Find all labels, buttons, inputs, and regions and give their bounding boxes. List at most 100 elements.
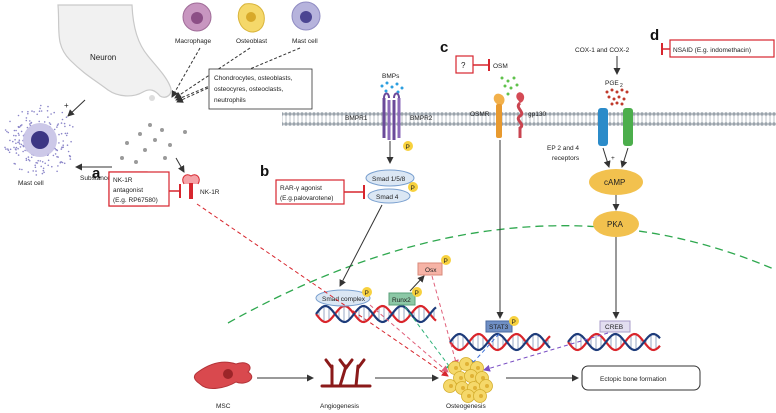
smad-complex-ellipse <box>315 289 371 307</box>
osm-label: OSM <box>493 63 508 70</box>
nuclear-envelope <box>227 225 776 324</box>
bmpr2-label: BMPR2 <box>410 115 433 122</box>
nsaid-box <box>669 39 775 58</box>
mast-cell-left <box>4 104 74 176</box>
ectopic-label: Ectopic bone formation <box>600 376 667 383</box>
pge2-label: PGE <box>605 80 619 87</box>
arrow-sources <box>176 87 209 103</box>
creb-label: CREB <box>605 324 623 331</box>
cell-membrane <box>282 112 776 126</box>
arrow-to-mast-plus <box>67 99 86 117</box>
ep2-receptor <box>598 108 608 146</box>
panel-a: a <box>92 165 101 182</box>
rar-agonist-box <box>275 179 345 205</box>
p-osx-text: P <box>444 258 448 265</box>
p-badge-stat3 <box>509 316 519 326</box>
arrow-stat3-osteogenesis <box>469 333 500 367</box>
panel-b: b <box>260 163 269 180</box>
angiogenesis-vessels <box>320 358 372 388</box>
rar-box-line-1: RAR-γ agonist <box>280 185 322 192</box>
ep-receptors-line-1: EP 2 and 4 <box>547 145 579 152</box>
arrow-ep2-camp <box>602 147 611 168</box>
nk1r-antagonist-box-bg <box>108 171 170 207</box>
p-runx2-text: P <box>415 290 419 297</box>
mast-cell-top <box>291 1 321 31</box>
arrow-nk1r-osteogenesis <box>196 203 449 377</box>
nk1r-box-line-3: (E.g. RP67580) <box>113 197 158 204</box>
bmp-receptor <box>382 92 401 140</box>
arrow-macrophage <box>171 47 201 98</box>
msc-label: MSC <box>216 403 231 410</box>
cox-label: COX-1 and COX-2 <box>575 47 630 54</box>
substance-p-label: Substance P <box>80 175 117 182</box>
stat3-box <box>485 320 513 333</box>
smad158-label: Smad 1/5/8 <box>372 176 406 183</box>
nk1r-box-line-1: NK-1R <box>113 177 133 184</box>
nsaid-label: NSAID (E.g. indomethacin) <box>673 47 751 54</box>
gp130-label: gp130 <box>528 111 546 118</box>
plus-sign: + <box>64 101 69 110</box>
sources-line-1: Chondrocytes, osteoblasts, <box>214 75 293 82</box>
arrow-osx-osteogenesis <box>431 275 459 367</box>
creb-box <box>599 320 631 333</box>
vesicle <box>149 95 155 101</box>
ectopic-box <box>581 365 701 391</box>
ep-receptors-line-2: receptors <box>552 155 580 162</box>
osm-ligands <box>500 76 519 96</box>
p-smad-text: P <box>411 185 415 192</box>
mast-cell-top-label: Mast cell <box>292 38 318 45</box>
angiogenesis-label: Angiogenesis <box>320 403 360 410</box>
ep4-receptor <box>623 108 633 146</box>
plus-sign-d: + <box>611 155 615 162</box>
stat3-label: STAT3 <box>489 324 509 331</box>
sources-line-2: osteocyres, osteoclasts, <box>214 86 284 93</box>
bmpr1-label: BMPR1 <box>345 115 368 122</box>
osteoblast-label: Osteoblast <box>236 38 267 45</box>
panel-d: d <box>650 27 659 44</box>
arrow-to-nk1r <box>175 157 185 173</box>
pge2-molecules <box>605 88 629 106</box>
p-badge-osx <box>441 255 451 265</box>
sources-line-3: neutrophils <box>214 97 247 104</box>
smad4-ellipse <box>367 188 411 204</box>
p-badge-smad <box>408 182 418 192</box>
pka-ellipse <box>593 211 639 237</box>
pka-label: PKA <box>607 220 624 229</box>
smad4-label: Smad 4 <box>376 194 399 201</box>
arrow-smad-osteogenesis <box>369 304 449 373</box>
nk1r-label: NK-1R <box>200 189 220 196</box>
gp130-receptor <box>516 92 525 138</box>
runx2-box <box>388 292 416 306</box>
bmp-ligands <box>380 81 404 94</box>
mast-cell-left-label: Mast cell <box>18 180 44 187</box>
osmr-receptor <box>493 93 505 138</box>
arrow-runx2-osx <box>409 275 425 292</box>
osteogenesis-label: Osteogenesis <box>446 403 486 410</box>
arrow-ep4-camp <box>620 147 629 168</box>
neuron-label: Neuron <box>90 53 116 62</box>
rar-box-line-2: (E.g.palovarotene) <box>280 195 333 202</box>
pge2-subscript: 2 <box>620 83 623 89</box>
arrow-runx2-osteogenesis <box>404 306 453 371</box>
panel-c: c <box>440 39 448 56</box>
osteoblast-cell <box>237 3 265 33</box>
osmr-label: OSMR <box>470 111 490 118</box>
nk1r-box-line-2: antagonist <box>113 187 143 194</box>
p-smad-complex-text: P <box>365 290 369 297</box>
osx-label: Osx <box>425 267 437 274</box>
osx-box <box>417 262 443 276</box>
released-particles <box>120 123 187 164</box>
smad158-ellipse <box>365 169 415 187</box>
nk1r-receptor <box>182 174 200 199</box>
p-receptor-text: P <box>406 144 410 151</box>
p-badge-runx2 <box>412 287 422 297</box>
sources-box <box>208 68 313 110</box>
p-badge-smad-complex <box>362 287 372 297</box>
macrophage-label: Macrophage <box>175 38 212 45</box>
neuron-shape <box>57 4 172 98</box>
macrophage-cell <box>182 2 212 32</box>
arrow-creb-osteogenesis <box>483 332 609 372</box>
smad-complex-label: Smad complex <box>322 296 366 303</box>
